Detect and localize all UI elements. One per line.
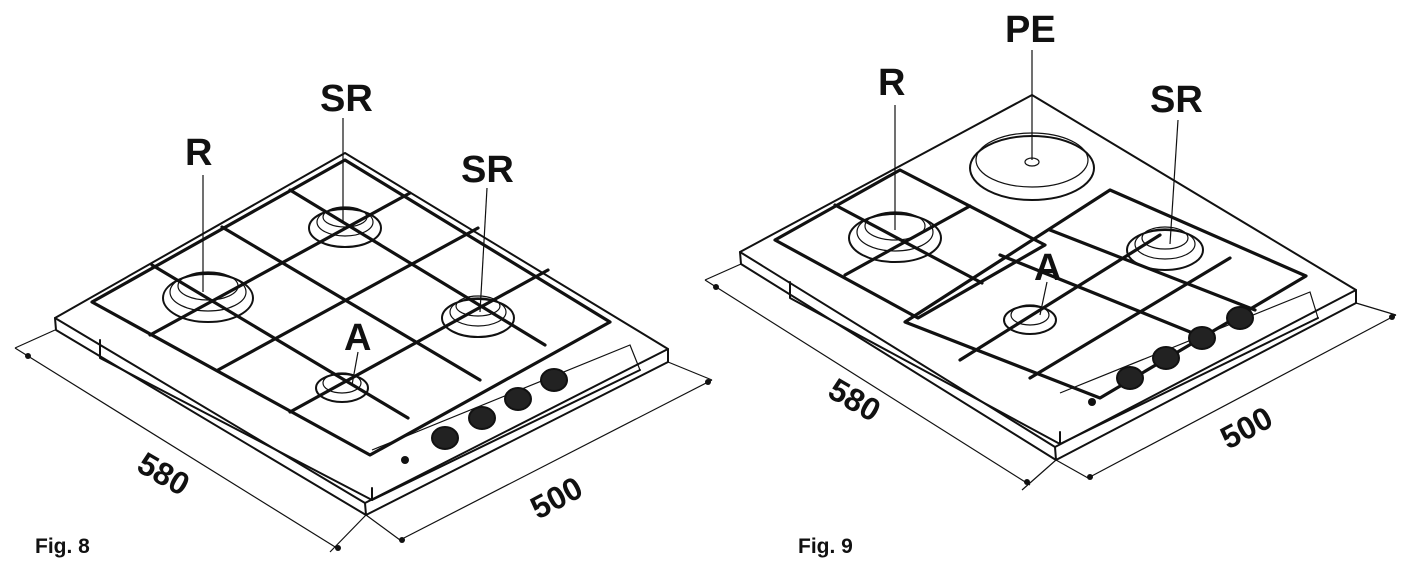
fig8-knob	[431, 426, 459, 450]
fig9-label-r: R	[878, 62, 905, 104]
fig8-body	[99, 339, 373, 501]
fig8-knob	[540, 368, 568, 392]
fig9-knob	[1188, 326, 1216, 350]
fig8-knob	[468, 406, 496, 430]
fig8-front-skirt	[364, 348, 669, 516]
fig9-dim-width-value: 500	[1214, 399, 1278, 456]
fig8-indicator-dot	[401, 456, 409, 464]
fig9-label-sr: SR	[1150, 79, 1203, 121]
fig8-label-sr-back: SR	[320, 78, 373, 120]
fig9-knob	[1226, 306, 1254, 330]
fig8-dim-width	[365, 361, 713, 543]
fig8-burner-r	[162, 271, 254, 323]
fig8-grate	[90, 158, 612, 457]
fig9-dim-depth	[704, 263, 1057, 491]
fig8-label-a: A	[344, 317, 371, 359]
fig9-dim-depth-value: 580	[823, 371, 887, 429]
fig8-knob	[504, 387, 532, 411]
fig9-knob	[1152, 346, 1180, 370]
fig8-label-sr-right: SR	[461, 149, 514, 191]
fig8-burner-sr-back	[308, 206, 382, 248]
fig8-dim-depth	[14, 329, 367, 553]
fig8-control-strip	[371, 344, 641, 451]
fig9-grate	[773, 168, 1308, 400]
fig9-caption: Fig. 9	[798, 535, 853, 558]
fig8-caption: Fig. 8	[35, 535, 90, 558]
fig9-leader-a	[1039, 281, 1048, 316]
fig9-dim-width	[1055, 302, 1397, 480]
fig8-burner-sr-right	[441, 295, 515, 338]
fig9-leader-sr	[1169, 119, 1179, 245]
fig9-knobs	[1088, 306, 1254, 406]
fig9-label-pe: PE	[1005, 9, 1056, 51]
fig9-control-strip	[1059, 291, 1319, 394]
fig8-hob: R SR SR A 580 500 Fig. 8	[14, 78, 713, 558]
fig9-label-a: A	[1034, 247, 1061, 289]
fig9-burner-sr	[1126, 226, 1204, 271]
fig9-knob	[1116, 366, 1144, 390]
fig9-burner-a	[1003, 304, 1057, 335]
fig8-dim-width-value: 500	[524, 469, 588, 526]
fig8-knobs	[401, 368, 568, 464]
fig9-body	[789, 281, 1061, 445]
fig8-burner-a	[315, 372, 369, 403]
fig9-front-skirt	[1054, 289, 1357, 461]
fig8-leader-a	[351, 351, 359, 386]
fig8-label-r: R	[185, 132, 212, 174]
fig8-leader-sr-right	[479, 187, 488, 313]
fig8-dim-depth-value: 580	[132, 445, 196, 503]
fig9-indicator-dot	[1088, 398, 1096, 406]
fig9-hob: R PE SR A 580 500 Fig. 9	[704, 9, 1397, 558]
